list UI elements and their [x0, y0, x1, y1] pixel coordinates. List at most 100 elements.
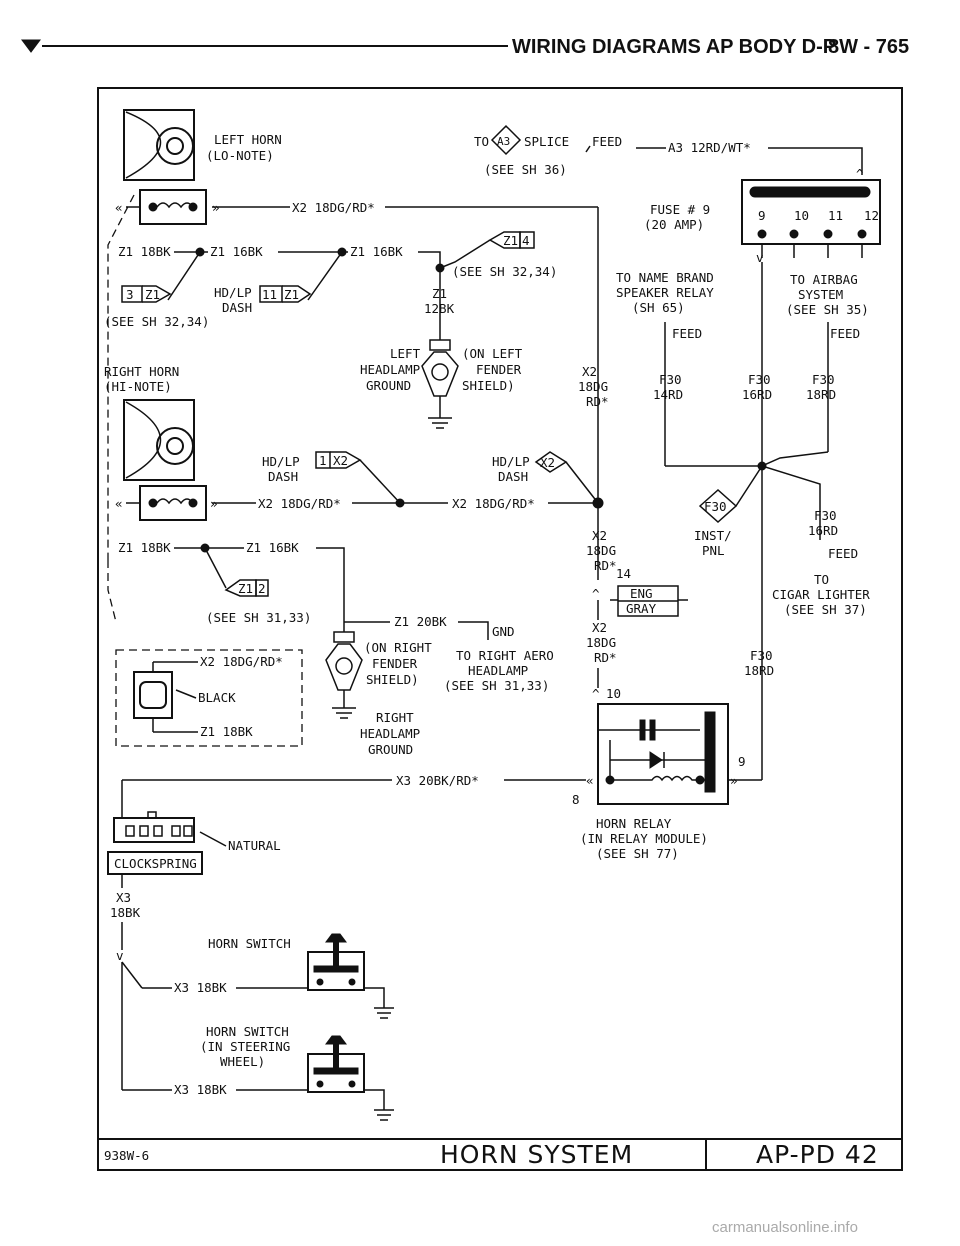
svg-text:«: «	[586, 773, 594, 788]
horn-relay-label: HORN RELAY	[596, 816, 672, 831]
splice-label: SPLICE	[524, 134, 569, 149]
svg-text:(SH 65): (SH 65)	[632, 300, 685, 315]
svg-text:(IN RELAY MODULE): (IN RELAY MODULE)	[580, 831, 708, 846]
wire-z1-16bk-a: Z1 16BK	[210, 244, 263, 259]
svg-text:12BK: 12BK	[424, 301, 455, 316]
svg-text:SHIELD): SHIELD)	[462, 378, 515, 393]
clockspring-box	[107, 851, 203, 875]
svg-text:«: «	[115, 200, 123, 215]
horn-switch-wheel-label: HORN SWITCH	[206, 1024, 289, 1039]
svg-text:12: 12	[864, 208, 879, 223]
svg-text:v: v	[756, 250, 764, 265]
svg-text:X2: X2	[582, 364, 597, 379]
footer-page-id: AP-PD 42	[756, 1140, 879, 1169]
svg-text:2: 2	[258, 581, 266, 596]
right-horn-note: (HI-NOTE)	[104, 379, 172, 394]
see-sh-31-33: (SEE SH 31,33)	[206, 610, 311, 625]
right-horn: « »	[115, 399, 228, 521]
header-title: WIRING DIAGRAMS AP BODY D-P	[512, 36, 836, 58]
svg-text:CIGAR LIGHTER: CIGAR LIGHTER	[772, 587, 870, 602]
svg-text:HEADLAMP: HEADLAMP	[468, 663, 528, 678]
svg-text:X2: X2	[592, 620, 607, 635]
wire-x2-mid-a: X2 18DG/RD*	[258, 496, 341, 511]
svg-text:(SEE SH 37): (SEE SH 37)	[784, 602, 867, 617]
connector-x2: X2	[534, 451, 568, 473]
wire-x3-20bk-rd: X3 20BK/RD*	[396, 773, 479, 788]
svg-text:DASH: DASH	[222, 300, 252, 315]
svg-text:F30: F30	[659, 372, 682, 387]
connector-1-x2: 1 X2	[315, 451, 362, 469]
svg-text:(SEE SH 35): (SEE SH 35)	[786, 302, 869, 317]
clockspring-label: CLOCKSPRING	[114, 856, 197, 871]
svg-text:^: ^	[856, 166, 864, 181]
svg-text:»: »	[212, 200, 220, 215]
svg-text:«: «	[115, 496, 123, 511]
pin-10: 10	[606, 686, 621, 701]
svg-text:Z1: Z1	[145, 287, 160, 302]
svg-text:F30: F30	[750, 648, 773, 663]
fuse-9-block: 9 10 11 12	[741, 179, 881, 245]
svg-text:GND: GND	[492, 624, 515, 639]
svg-text:GROUND: GROUND	[366, 378, 411, 393]
svg-text:SYSTEM: SYSTEM	[798, 287, 843, 302]
svg-text:SHIELD): SHIELD)	[366, 672, 419, 687]
connector-z1-4: Z1 4	[488, 231, 535, 249]
svg-text:X3: X3	[116, 890, 131, 905]
svg-text:v: v	[116, 948, 124, 963]
see-sh-32-34-a: (SEE SH 32,34)	[104, 314, 209, 329]
horn-switch-icon	[307, 933, 365, 991]
watermark: carmanualsonline.info	[712, 1219, 858, 1236]
airbag-system: TO AIRBAG	[790, 272, 858, 287]
svg-text:X2: X2	[592, 528, 607, 543]
name-brand-relay: TO NAME BRAND	[616, 270, 714, 285]
connector-f30: F30	[698, 488, 738, 524]
svg-text:F30: F30	[812, 372, 835, 387]
svg-text:F30: F30	[814, 508, 837, 523]
footer-title: HORN SYSTEM	[440, 1140, 633, 1169]
diagram-frame	[97, 87, 903, 1171]
header-page-ref: 8W - 765	[828, 36, 909, 58]
cigar-lighter: TO	[814, 572, 829, 587]
connector-z1-2: Z1 2	[224, 579, 269, 597]
svg-text:18DG: 18DG	[578, 379, 608, 394]
inst-pnl: INST/	[694, 528, 732, 543]
svg-text:WHEEL): WHEEL)	[220, 1054, 265, 1069]
right-horn-label: RIGHT HORN	[104, 364, 179, 379]
pin-9: 9	[738, 754, 746, 769]
wire-x3-18bk-a: X3 18BK	[174, 980, 227, 995]
svg-text:(LO-NOTE): (LO-NOTE)	[206, 148, 274, 163]
svg-text:3: 3	[126, 287, 134, 302]
svg-text:18BK: 18BK	[110, 905, 141, 920]
svg-text:Z1: Z1	[238, 581, 253, 596]
wire-x2-top: X2 18DG/RD*	[292, 200, 375, 215]
svg-text:4: 4	[522, 233, 530, 248]
wire-z1-20bk: Z1 20BK	[394, 614, 447, 629]
wire-x3-18bk-b: X3 18BK	[174, 1082, 227, 1097]
connector-11-z1: 11 Z1	[259, 285, 312, 303]
svg-text:HEADLAMP: HEADLAMP	[360, 362, 420, 377]
svg-text:SPEAKER RELAY: SPEAKER RELAY	[616, 285, 714, 300]
feed-top: FEED	[592, 134, 622, 149]
svg-text:RD*: RD*	[586, 394, 609, 409]
svg-text:DASH: DASH	[268, 469, 298, 484]
svg-text:ENG: ENG	[630, 586, 653, 601]
svg-text:^: ^	[592, 686, 600, 701]
pin-8: 8	[572, 792, 580, 807]
svg-text:GROUND: GROUND	[368, 742, 413, 757]
svg-text:16RD: 16RD	[742, 387, 772, 402]
svg-text:14RD: 14RD	[653, 387, 683, 402]
svg-text:X2 18DG/RD*: X2 18DG/RD*	[200, 654, 283, 669]
pin-14: 14	[616, 566, 631, 581]
svg-text:11: 11	[828, 208, 843, 223]
connector-black: BLACK	[198, 690, 236, 705]
svg-text:HD/LP: HD/LP	[492, 454, 530, 469]
svg-text:18DG: 18DG	[586, 635, 616, 650]
svg-text:(SEE SH 31,33): (SEE SH 31,33)	[444, 678, 549, 693]
horn-switch-label: HORN SWITCH	[208, 936, 291, 951]
horn-relay	[597, 703, 729, 805]
svg-text:FEED: FEED	[830, 326, 860, 341]
horn-connector-detail-box	[115, 649, 303, 747]
left-horn-label: LEFT HORN	[214, 132, 282, 147]
svg-text:(IN STEERING: (IN STEERING	[200, 1039, 290, 1054]
